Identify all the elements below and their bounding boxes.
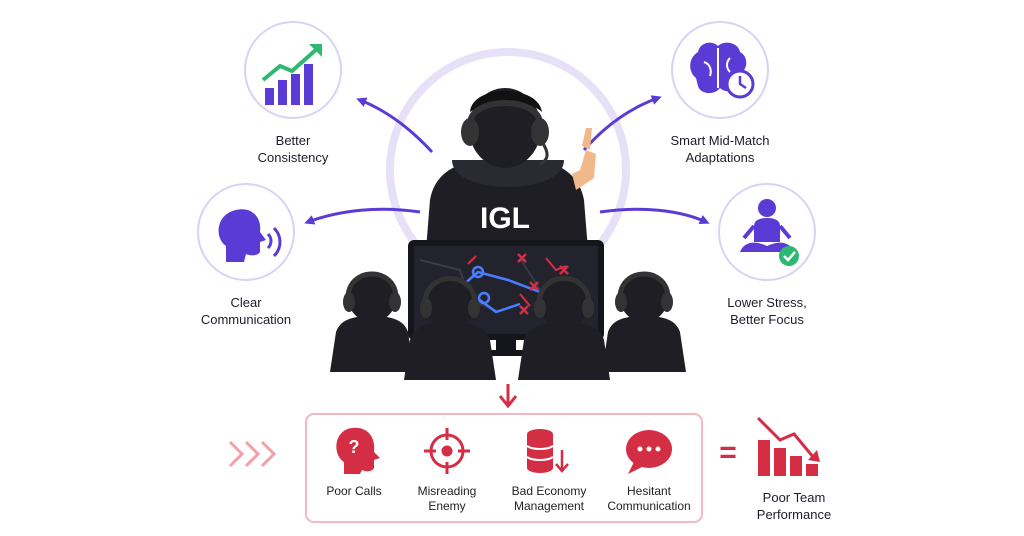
pitfall-label-hesitant: Hesitant Communication [600,484,698,514]
speaking-head-icon [218,209,282,262]
pitfall-label-poor-calls: Poor Calls [314,484,394,499]
pitfall-line1: Hesitant [626,484,672,498]
benefit-label-consistency: Better Consistency [243,132,343,166]
igl-label: IGL [480,202,530,235]
benefit-label-stress: Lower Stress, Better Focus [707,294,827,328]
chevron-arrows-icon [228,440,277,468]
arrow-to-communication [304,207,421,225]
pitfall-line2: Enemy [428,499,466,513]
brain-clock-icon [690,42,755,99]
growth-chart-icon [261,44,322,105]
meditation-icon [740,199,799,266]
pitfall-line2: Communication [607,499,691,513]
arrow-to-stress [599,207,710,225]
benefit-line1: Lower Stress, [727,295,807,310]
benefit-line2: Consistency [257,150,329,165]
arrow-to-consistency [356,97,434,154]
benefit-line2: Adaptations [685,150,755,165]
result-line1: Poor Team [762,490,826,505]
benefit-line2: Better Focus [730,312,804,327]
benefit-label-communication: Clear Communication [186,294,306,328]
pitfall-label-economy: Bad Economy Management [504,484,594,514]
coin-stack-down-icon [526,429,569,473]
pitfalls-box [305,413,703,523]
crosshair-icon [424,428,470,474]
benefit-label-adaptations: Smart Mid-Match Adaptations [660,132,780,166]
result-label: Poor Team Performance [742,489,846,523]
declining-bars-icon [756,416,820,476]
result-line2: Performance [756,507,832,522]
benefit-line2: Communication [200,312,292,327]
pitfall-line1: Bad Economy [511,484,587,498]
pitfall-line1: Misreading [417,484,477,498]
pitfall-label-misreading: Misreading Enemy [407,484,487,514]
benefit-line1: Clear [230,295,262,310]
arrow-down-to-pitfalls [498,384,518,409]
benefit-line1: Better [275,133,311,148]
equals-sign: = [719,436,737,469]
teammate-figures [330,271,686,380]
chat-bubble-icon [626,430,672,474]
svg-text:?: ? [349,437,360,457]
benefit-line1: Smart Mid-Match [670,133,770,148]
pitfall-line1: Poor Calls [326,484,382,498]
igl-leader-figure [426,88,596,250]
question-head-icon: ? [336,427,380,474]
pitfall-line2: Management [513,499,585,513]
